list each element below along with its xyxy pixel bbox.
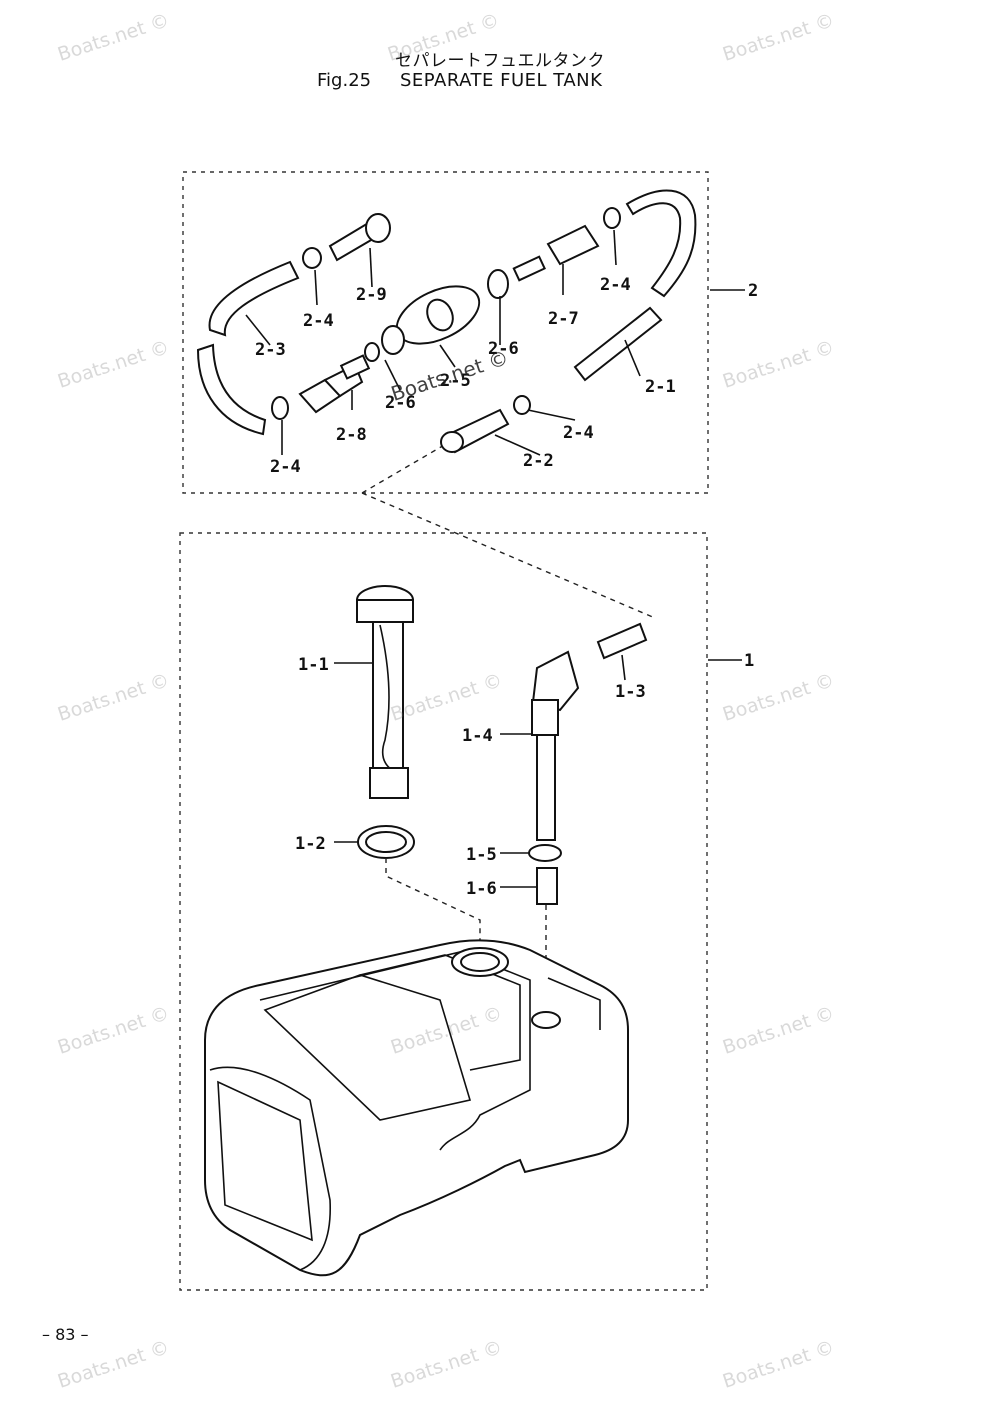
callout-2-4-lower: 2-4: [563, 423, 594, 443]
callout-2-4-left: 2-4: [270, 457, 301, 477]
callout-1-5: 1-5: [466, 845, 497, 865]
nut-2-4-top: [302, 247, 322, 269]
callout-2-8: 2-8: [336, 425, 367, 445]
tank-outlet-port: [531, 1011, 561, 1029]
callout-2-2: 2-2: [523, 451, 554, 471]
fuel-tank: [204, 939, 629, 1277]
callout-1-4: 1-4: [462, 726, 493, 746]
hose-2-1-lower: [573, 306, 663, 382]
callout-2-6-left: 2-6: [385, 393, 416, 413]
callout-2-6-right: 2-6: [488, 339, 519, 359]
o-ring-1-5: [528, 844, 562, 862]
callout-2: 2: [748, 281, 758, 301]
title-japanese: セパレートフュエルタンク: [395, 51, 605, 71]
callout-2-9: 2-9: [356, 285, 387, 305]
nut-2-4-lower: [513, 395, 531, 415]
callout-1-3: 1-3: [615, 682, 646, 702]
group-1-box: [179, 532, 708, 1291]
callout-1: 1: [744, 651, 754, 671]
callout-1-6: 1-6: [466, 879, 497, 899]
filter-1-6: [536, 867, 558, 905]
callout-2-4-top: 2-4: [303, 311, 334, 331]
fitting-1-3: [596, 622, 648, 660]
hose-2-3-lower: [196, 343, 267, 436]
group-link-line: [361, 492, 656, 619]
callout-2-3: 2-3: [255, 340, 286, 360]
elbow-1-4: [531, 650, 580, 712]
fuel-gauge-tube: [372, 621, 404, 773]
pickup-tube-1-4: [536, 734, 556, 841]
group-2-box: [182, 171, 709, 494]
page-number: – 83 –: [42, 1325, 89, 1344]
callout-2-4-right: 2-4: [600, 275, 631, 295]
callout-2-1: 2-1: [645, 377, 676, 397]
hose-2-3: [208, 260, 300, 337]
figure-number: Fig.25: [317, 70, 372, 91]
callout-2-5: 2-5: [440, 371, 471, 391]
callout-2-7: 2-7: [548, 309, 579, 329]
figure-title: SEPARATE FUEL TANK: [400, 70, 603, 91]
callout-1-2: 1-2: [295, 834, 326, 854]
connector-2-7: [546, 224, 600, 266]
nut-2-4-left: [271, 396, 289, 420]
hose-2-1: [625, 189, 697, 298]
callout-1-1: 1-1: [298, 655, 329, 675]
